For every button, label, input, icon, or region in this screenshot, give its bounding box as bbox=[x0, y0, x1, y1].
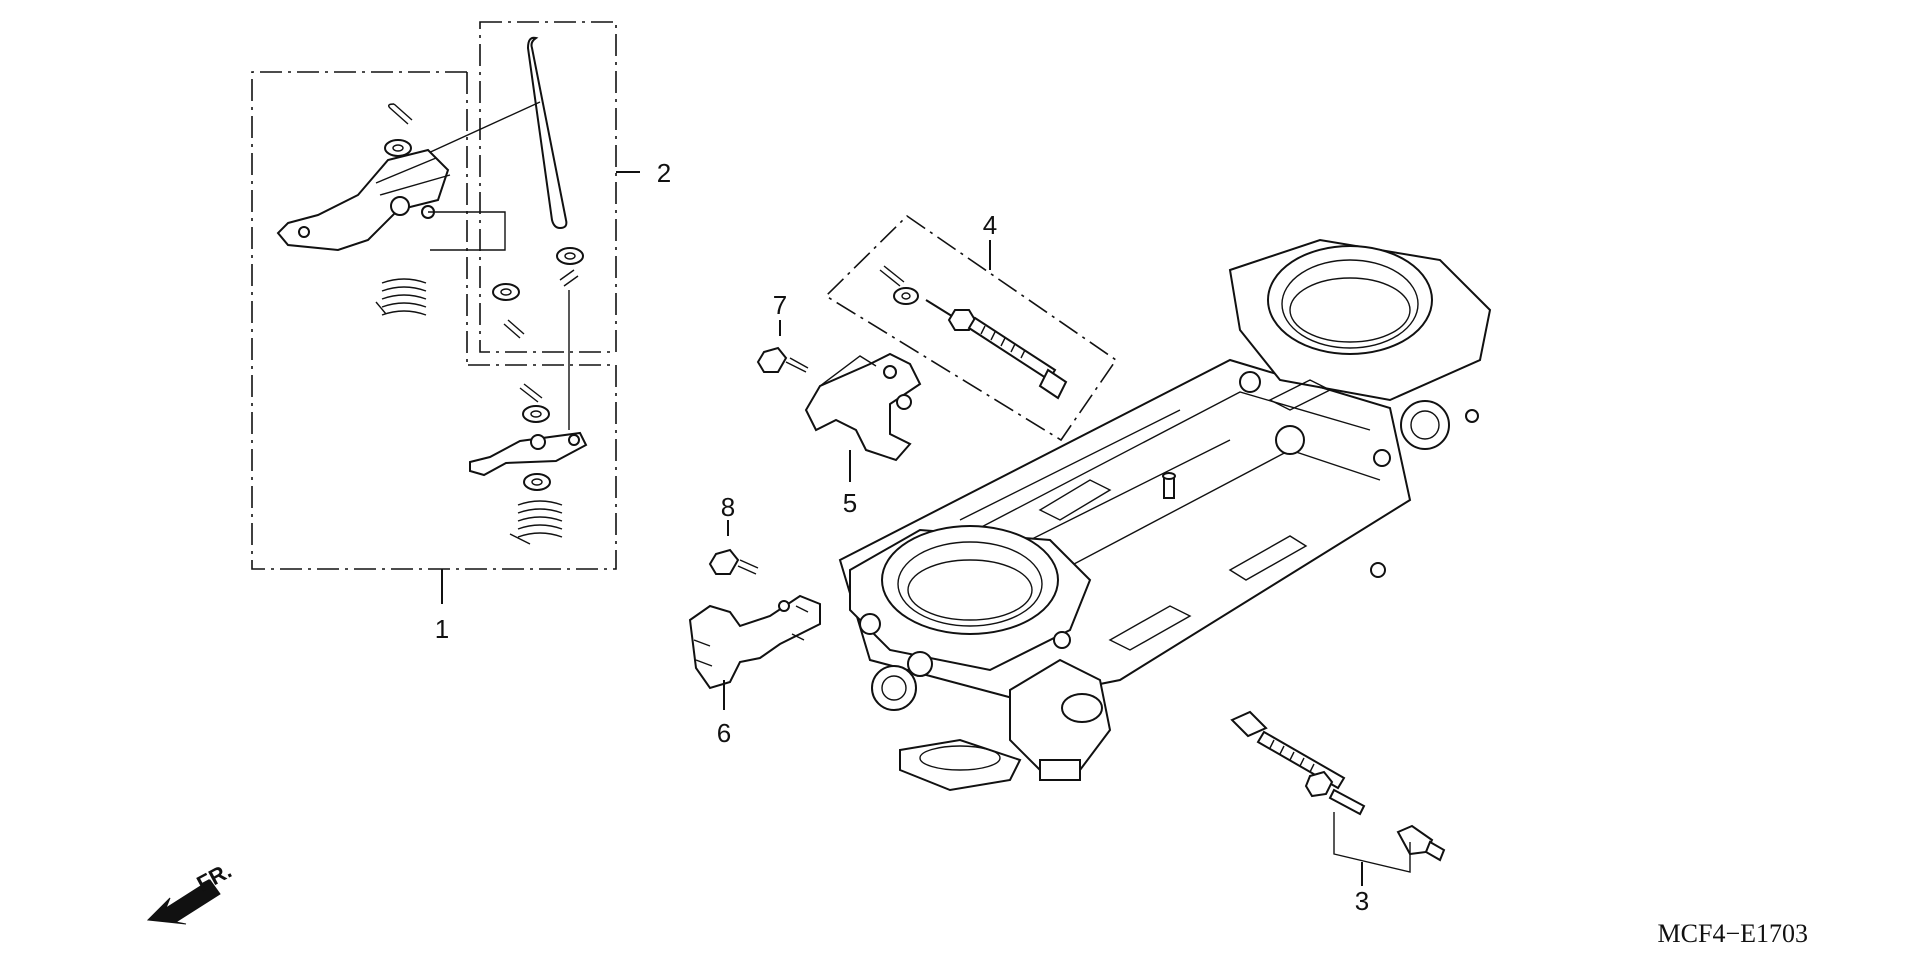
bolt-8 bbox=[708, 548, 759, 575]
callout-5: 5 bbox=[843, 488, 857, 518]
lower-linkage-arm bbox=[469, 431, 588, 477]
group-3-bracket bbox=[1333, 812, 1411, 873]
upper-washer bbox=[384, 139, 412, 157]
callout-2: 2 bbox=[657, 158, 671, 188]
rod-washer-right bbox=[556, 247, 584, 265]
diagram-code: MCF4−E1703 bbox=[1658, 919, 1808, 948]
group-1-frame bbox=[251, 71, 617, 570]
callout-3: 3 bbox=[1355, 886, 1369, 916]
lower-washer-top bbox=[522, 405, 550, 423]
callout-6: 6 bbox=[717, 718, 731, 748]
callout-4: 4 bbox=[983, 210, 997, 240]
callout-1: 1 bbox=[435, 614, 449, 644]
bracket-6 bbox=[688, 594, 821, 690]
callout-8: 8 bbox=[721, 492, 735, 522]
rod-washer-left bbox=[492, 283, 520, 301]
group-4-frame: 4 bbox=[824, 210, 1118, 442]
lower-spring bbox=[509, 500, 563, 545]
upper-leader bbox=[428, 211, 506, 251]
rod-cotter-pin-left bbox=[503, 319, 525, 339]
throttle-body bbox=[838, 238, 1492, 792]
lower-washer-bottom bbox=[523, 473, 551, 491]
callout-7: 7 bbox=[773, 290, 787, 320]
bracket-5 bbox=[804, 352, 922, 462]
upper-linkage-arm bbox=[276, 148, 451, 252]
front-arrow-icon bbox=[146, 879, 221, 925]
adjuster-screw-4 bbox=[879, 265, 1068, 400]
group-2-frame bbox=[479, 21, 640, 353]
lower-cotter-pin bbox=[519, 383, 543, 403]
adjuster-screw-3 bbox=[1230, 710, 1446, 862]
upper-cotter-pin bbox=[387, 103, 413, 125]
rod-cotter-pin-right bbox=[559, 269, 579, 287]
upper-spring bbox=[375, 278, 427, 316]
bolt-7 bbox=[756, 346, 809, 373]
link-rod bbox=[401, 36, 570, 430]
